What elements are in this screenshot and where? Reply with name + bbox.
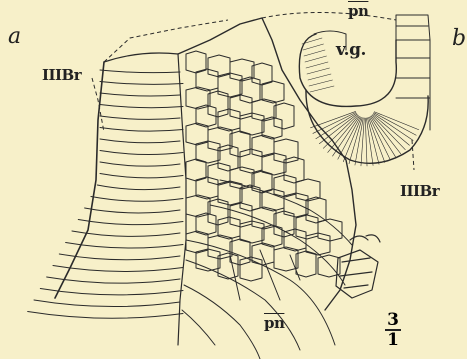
scale-numerator: 3 (387, 310, 399, 330)
panel-label-a: a (8, 24, 21, 49)
vg-label: v.g. (336, 40, 366, 60)
brachial-column-a (28, 53, 186, 345)
scale-indicator: 3 1 (383, 312, 403, 348)
pn-label-top: pn (348, 2, 368, 20)
panel-label-b: b (452, 26, 466, 51)
cross-section-b (299, 15, 430, 166)
dashed-outline-a (92, 20, 228, 132)
iiibr-label-a: IIIBr (42, 66, 81, 84)
scale-denominator: 1 (387, 330, 399, 350)
dashed-outline-b (262, 12, 414, 170)
broken-plate-a (336, 235, 380, 298)
iiibr-label-b: IIIBr (400, 182, 439, 200)
pn-label-bottom: pn (264, 314, 284, 332)
